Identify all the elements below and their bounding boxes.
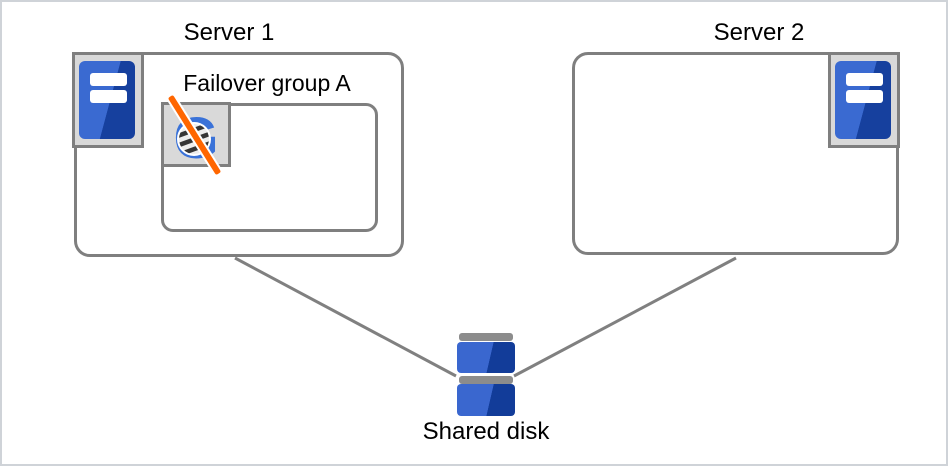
failover-group-box: [161, 103, 378, 232]
disk-cap: [459, 376, 513, 384]
shared-disk-icon: [457, 333, 515, 416]
connector-server1-shared-disk: [234, 256, 457, 378]
server2-label: Server 2: [713, 19, 805, 46]
shared-disk-label: Shared disk: [422, 418, 550, 445]
disk-body: [457, 342, 515, 373]
server-drive-slot: [846, 73, 883, 86]
server-drive-slot: [90, 73, 127, 86]
connector-server2-shared-disk: [513, 256, 737, 378]
server-chassis: [835, 61, 891, 139]
server-chassis: [79, 61, 135, 139]
failover-group-label: Failover group A: [183, 70, 351, 96]
server-icon: [72, 52, 144, 148]
server-drive-slot: [846, 90, 883, 103]
server-drive-slot: [90, 90, 127, 103]
server-icon: [828, 52, 900, 148]
disk-cap: [459, 333, 513, 341]
server1-label: Server 1: [183, 19, 275, 46]
disk-body: [457, 384, 515, 416]
